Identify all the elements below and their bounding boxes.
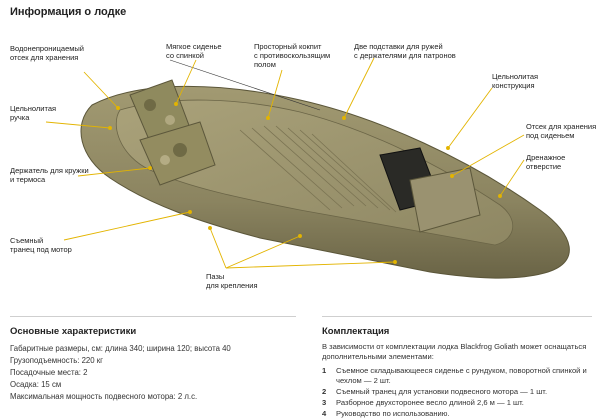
kit-item-number: 2 — [322, 387, 327, 396]
kit-item: 3 Разборное двухсторонее весло длиной 2,… — [322, 398, 592, 408]
kit-item-number: 4 — [322, 409, 327, 418]
kit-heading: Комплектация — [322, 326, 390, 337]
spec-line: Габаритные размеры, см: длина 340; ширин… — [10, 344, 231, 353]
spec-line: Максимальная мощность подвесного мотора:… — [10, 392, 198, 401]
kit-item: 1 Съемное складывающееся сиденье с рунду… — [322, 366, 592, 386]
divider-right — [322, 316, 592, 317]
spec-line: Осадка: 15 см — [10, 380, 62, 389]
divider-left — [10, 316, 296, 317]
leader-lines — [45, 57, 525, 269]
kit-item: 4 Руководство по использованию. — [322, 409, 592, 419]
floor-ribs — [239, 125, 397, 213]
deck-shape — [115, 99, 514, 246]
kit-item-text: Разборное двухсторонее весло длиной 2,6 … — [336, 398, 524, 407]
rear-seat — [379, 147, 481, 233]
spec-line: Посадочные места: 2 — [10, 368, 88, 377]
kit-intro: В зависимости от комплектации лодка Blac… — [322, 342, 587, 361]
camo-seat — [129, 79, 216, 186]
specs-heading: Основные характеристики — [10, 326, 137, 337]
kit-item-text: Съемный транец для установки подвесного … — [336, 387, 548, 396]
boat-illustration — [45, 57, 570, 279]
kit-item-number: 3 — [322, 398, 327, 407]
kit-item: 2 Съемный транец для установки подвесног… — [322, 387, 592, 397]
kit-item-text: Съемное складывающееся сиденье с рундуко… — [336, 366, 587, 385]
spec-line: Грузоподъемность: 220 кг — [10, 356, 104, 365]
kit-item-text: Руководство по использованию. — [336, 409, 450, 418]
kit-item-number: 1 — [322, 366, 327, 375]
page-title: Информация о лодке — [10, 6, 127, 18]
